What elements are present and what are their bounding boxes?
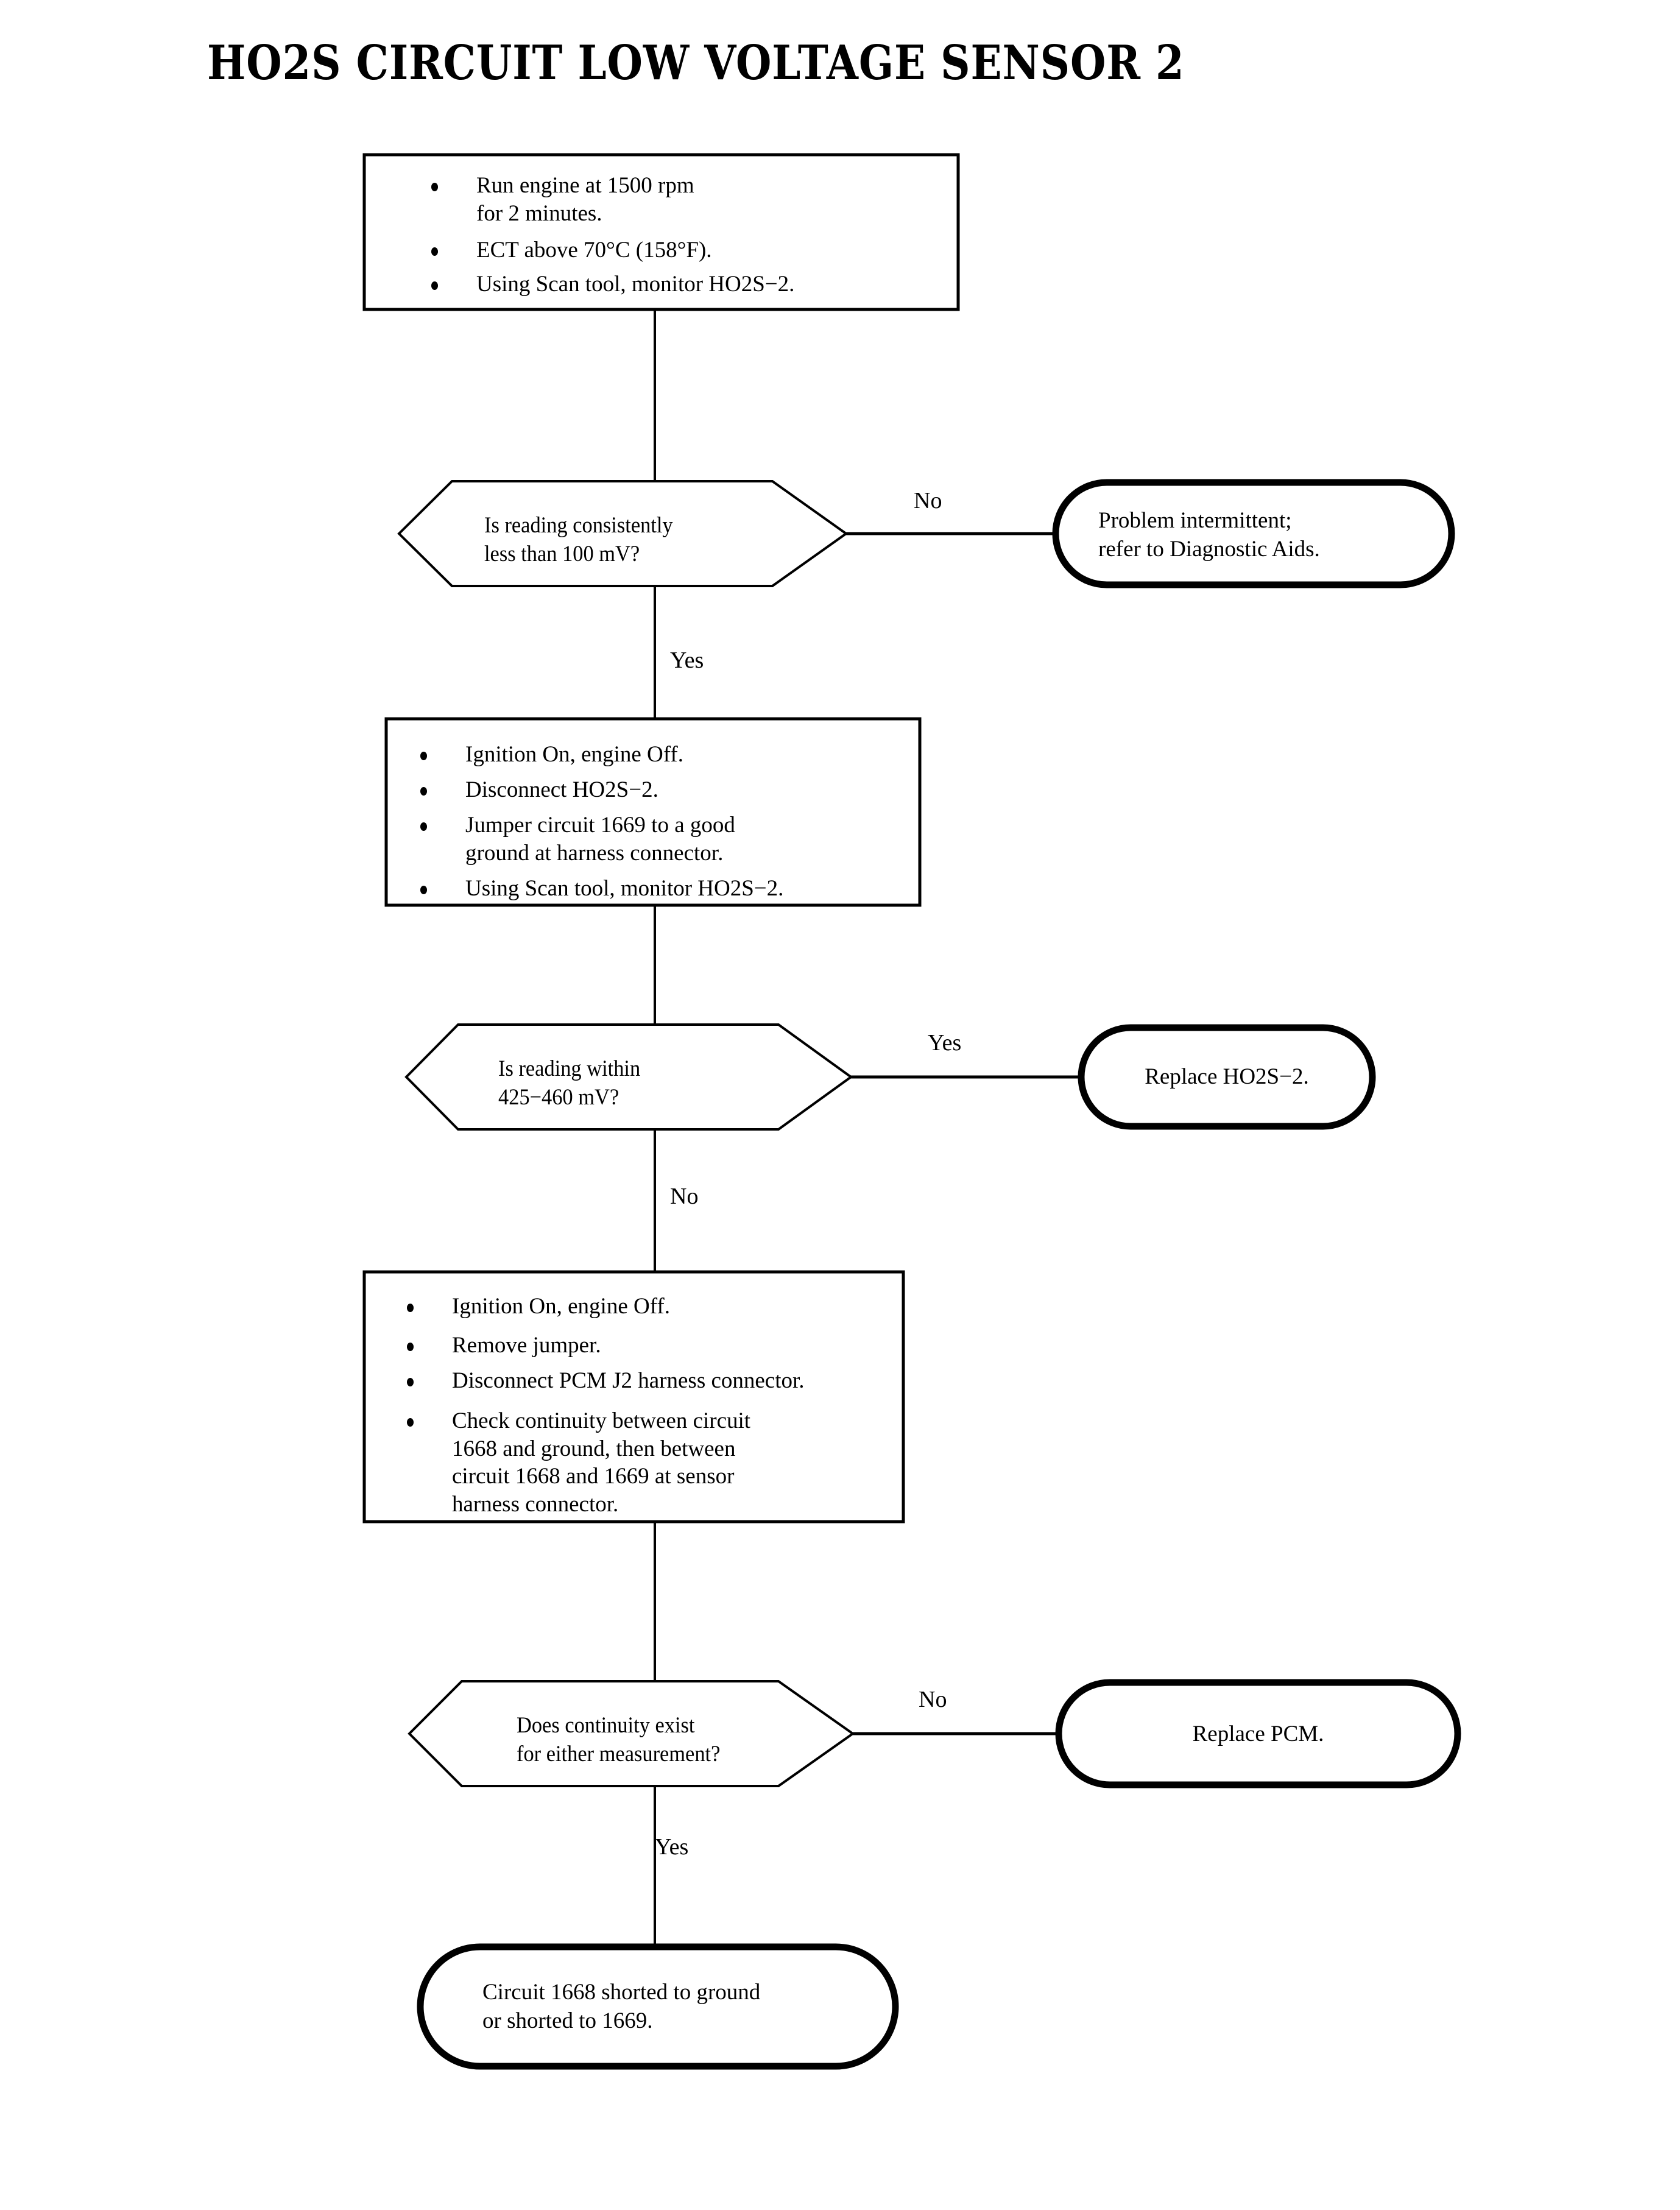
terminal-shape-terminal4 (417, 1943, 899, 2070)
decision-text-decision3: Does continuity exist for either measure… (517, 1713, 721, 1767)
list-item: ECT above 70°C (158°F). (420, 236, 956, 264)
process-box-step1-list: Run engine at 1500 rpm for 2 minutes. EC… (420, 172, 956, 298)
list-item: Ignition On, engine Off. (409, 741, 915, 769)
page-title: HO2S CIRCUIT LOW VOLTAGE SENSOR 2 (207, 35, 1185, 91)
edge-label-decision3-no: No (919, 1687, 947, 1712)
edge-label-decision2-yes: Yes (928, 1030, 962, 1056)
terminal-shape-terminal2 (1078, 1024, 1376, 1130)
list-item: Disconnect HO2S−2. (409, 776, 915, 804)
terminal-text-terminal3: Replace PCM. (1192, 1721, 1324, 1746)
list-item: Run engine at 1500 rpm for 2 minutes. (420, 172, 956, 228)
terminal-text-terminal4: Circuit 1668 shorted to ground or shorte… (482, 1980, 761, 2033)
list-item: Using Scan tool, monitor HO2S−2. (420, 270, 956, 298)
list-item: Check continuity between circuit 1668 an… (396, 1407, 902, 1519)
decision-text-decision1: Is reading consistently less than 100 mV… (484, 513, 673, 567)
terminal-text-terminal1: Problem intermittent; refer to Diagnosti… (1098, 508, 1320, 562)
list-item: Using Scan tool, monitor HO2S−2. (409, 875, 915, 903)
edge-label-decision1-no: No (914, 488, 942, 514)
terminal-shape-terminal1 (1052, 479, 1455, 588)
terminal-shape-terminal3 (1055, 1679, 1461, 1788)
list-item: Ignition On, engine Off. (396, 1293, 902, 1321)
decision-text-decision2: Is reading within 425−460 mV? (498, 1056, 641, 1110)
process-box-step3 (362, 1270, 905, 1523)
list-item: Remove jumper. (396, 1332, 902, 1360)
list-item: Disconnect PCM J2 harness connector. (396, 1367, 902, 1395)
terminal-text-terminal2: Replace HO2S−2. (1145, 1064, 1309, 1089)
process-box-step2 (384, 717, 922, 907)
list-item: Jumper circuit 1669 to a good ground at … (409, 811, 915, 867)
edge-label-decision2-no: No (670, 1184, 699, 1209)
process-box-step3-list: Ignition On, engine Off. Remove jumper. … (396, 1293, 902, 1519)
process-box-step1 (362, 153, 960, 311)
process-box-step2-list: Ignition On, engine Off. Disconnect HO2S… (409, 741, 915, 902)
edge-label-decision1-yes: Yes (670, 648, 704, 673)
edge-label-decision3-yes: Yes (655, 1834, 689, 1860)
